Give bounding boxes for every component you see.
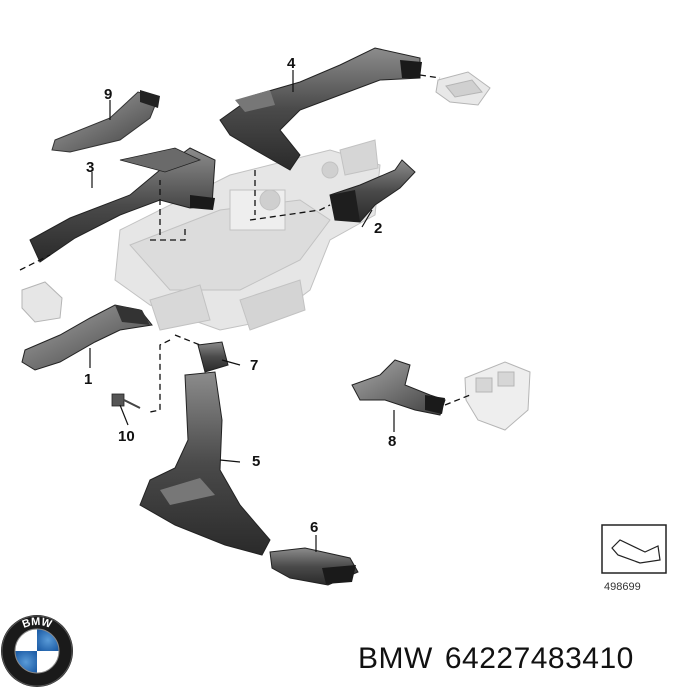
part-8-duct (351, 359, 446, 416)
part-1-duct (21, 304, 153, 371)
part-8-vent-ghost (464, 361, 531, 431)
callout-3: 3 (86, 159, 94, 176)
part-4-vent-ghost (435, 71, 491, 106)
leader-lines (19, 70, 471, 552)
part-10-sensor (111, 393, 141, 409)
caption-part-number: 64227483410 (444, 642, 634, 675)
svg-text:BMW: BMW (21, 616, 54, 631)
part-1-vent-ghost (21, 281, 63, 323)
arrow-icon (611, 539, 661, 564)
callout-5: 5 (252, 453, 260, 470)
caption-brand: BMW (358, 642, 433, 675)
part-4-duct (219, 47, 422, 171)
part-caption: BMW 64227483410 (358, 642, 646, 676)
part-7-connector (197, 341, 229, 373)
callout-labels: 1 2 3 4 5 6 7 8 9 10 (84, 55, 396, 536)
part-2-duct (329, 159, 416, 223)
reference-number: 498699 (604, 581, 641, 593)
part-5-duct (139, 371, 271, 556)
callout-8: 8 (388, 433, 396, 450)
callout-1: 1 (84, 371, 92, 388)
callout-7: 7 (250, 357, 258, 374)
reference-box: 498699 (601, 524, 667, 593)
callout-2: 2 (374, 220, 382, 237)
part-3-duct (29, 147, 216, 263)
callout-9: 9 (104, 86, 112, 103)
part-9-duct (51, 90, 160, 153)
hvac-unit-ghost (114, 139, 381, 331)
callout-6: 6 (310, 519, 318, 536)
callout-10: 10 (118, 428, 135, 445)
part-6-duct (269, 547, 359, 586)
callout-4: 4 (287, 55, 296, 72)
bmw-logo: BMW (1, 615, 73, 687)
logo-text: BMW (21, 616, 54, 631)
